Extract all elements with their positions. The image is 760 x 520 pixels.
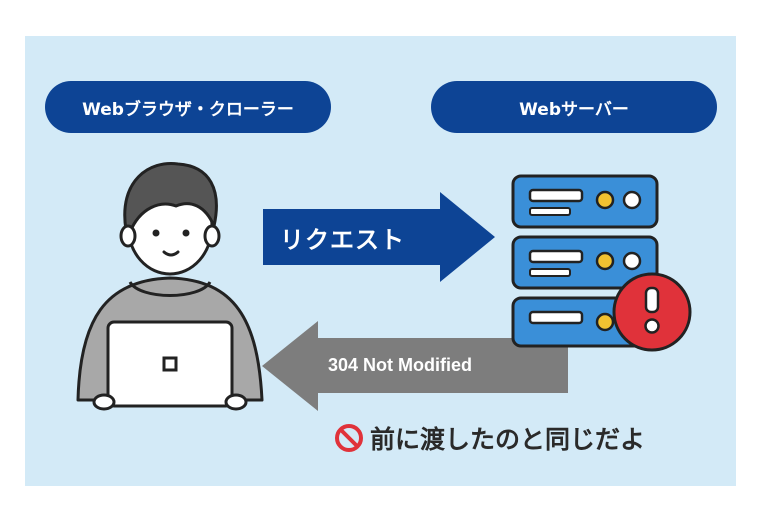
- request-arrow: [263, 192, 495, 282]
- request-label: リクエスト: [280, 225, 405, 254]
- server-rack-icon: [511, 174, 659, 348]
- client-label: Webブラウザ・クローラー: [45, 81, 331, 133]
- message-line: 前に渡したのと同じだよ: [334, 418, 645, 458]
- person-with-laptop-icon: [76, 162, 264, 411]
- response-arrow: [262, 321, 568, 411]
- no-entry-icon: [335, 424, 363, 452]
- message-text: 前に渡したのと同じだよ: [370, 425, 646, 454]
- response-status-label: 304 Not Modified: [328, 354, 473, 375]
- exclamation-alert-icon: [612, 272, 692, 352]
- server-label: Webサーバー: [431, 81, 717, 133]
